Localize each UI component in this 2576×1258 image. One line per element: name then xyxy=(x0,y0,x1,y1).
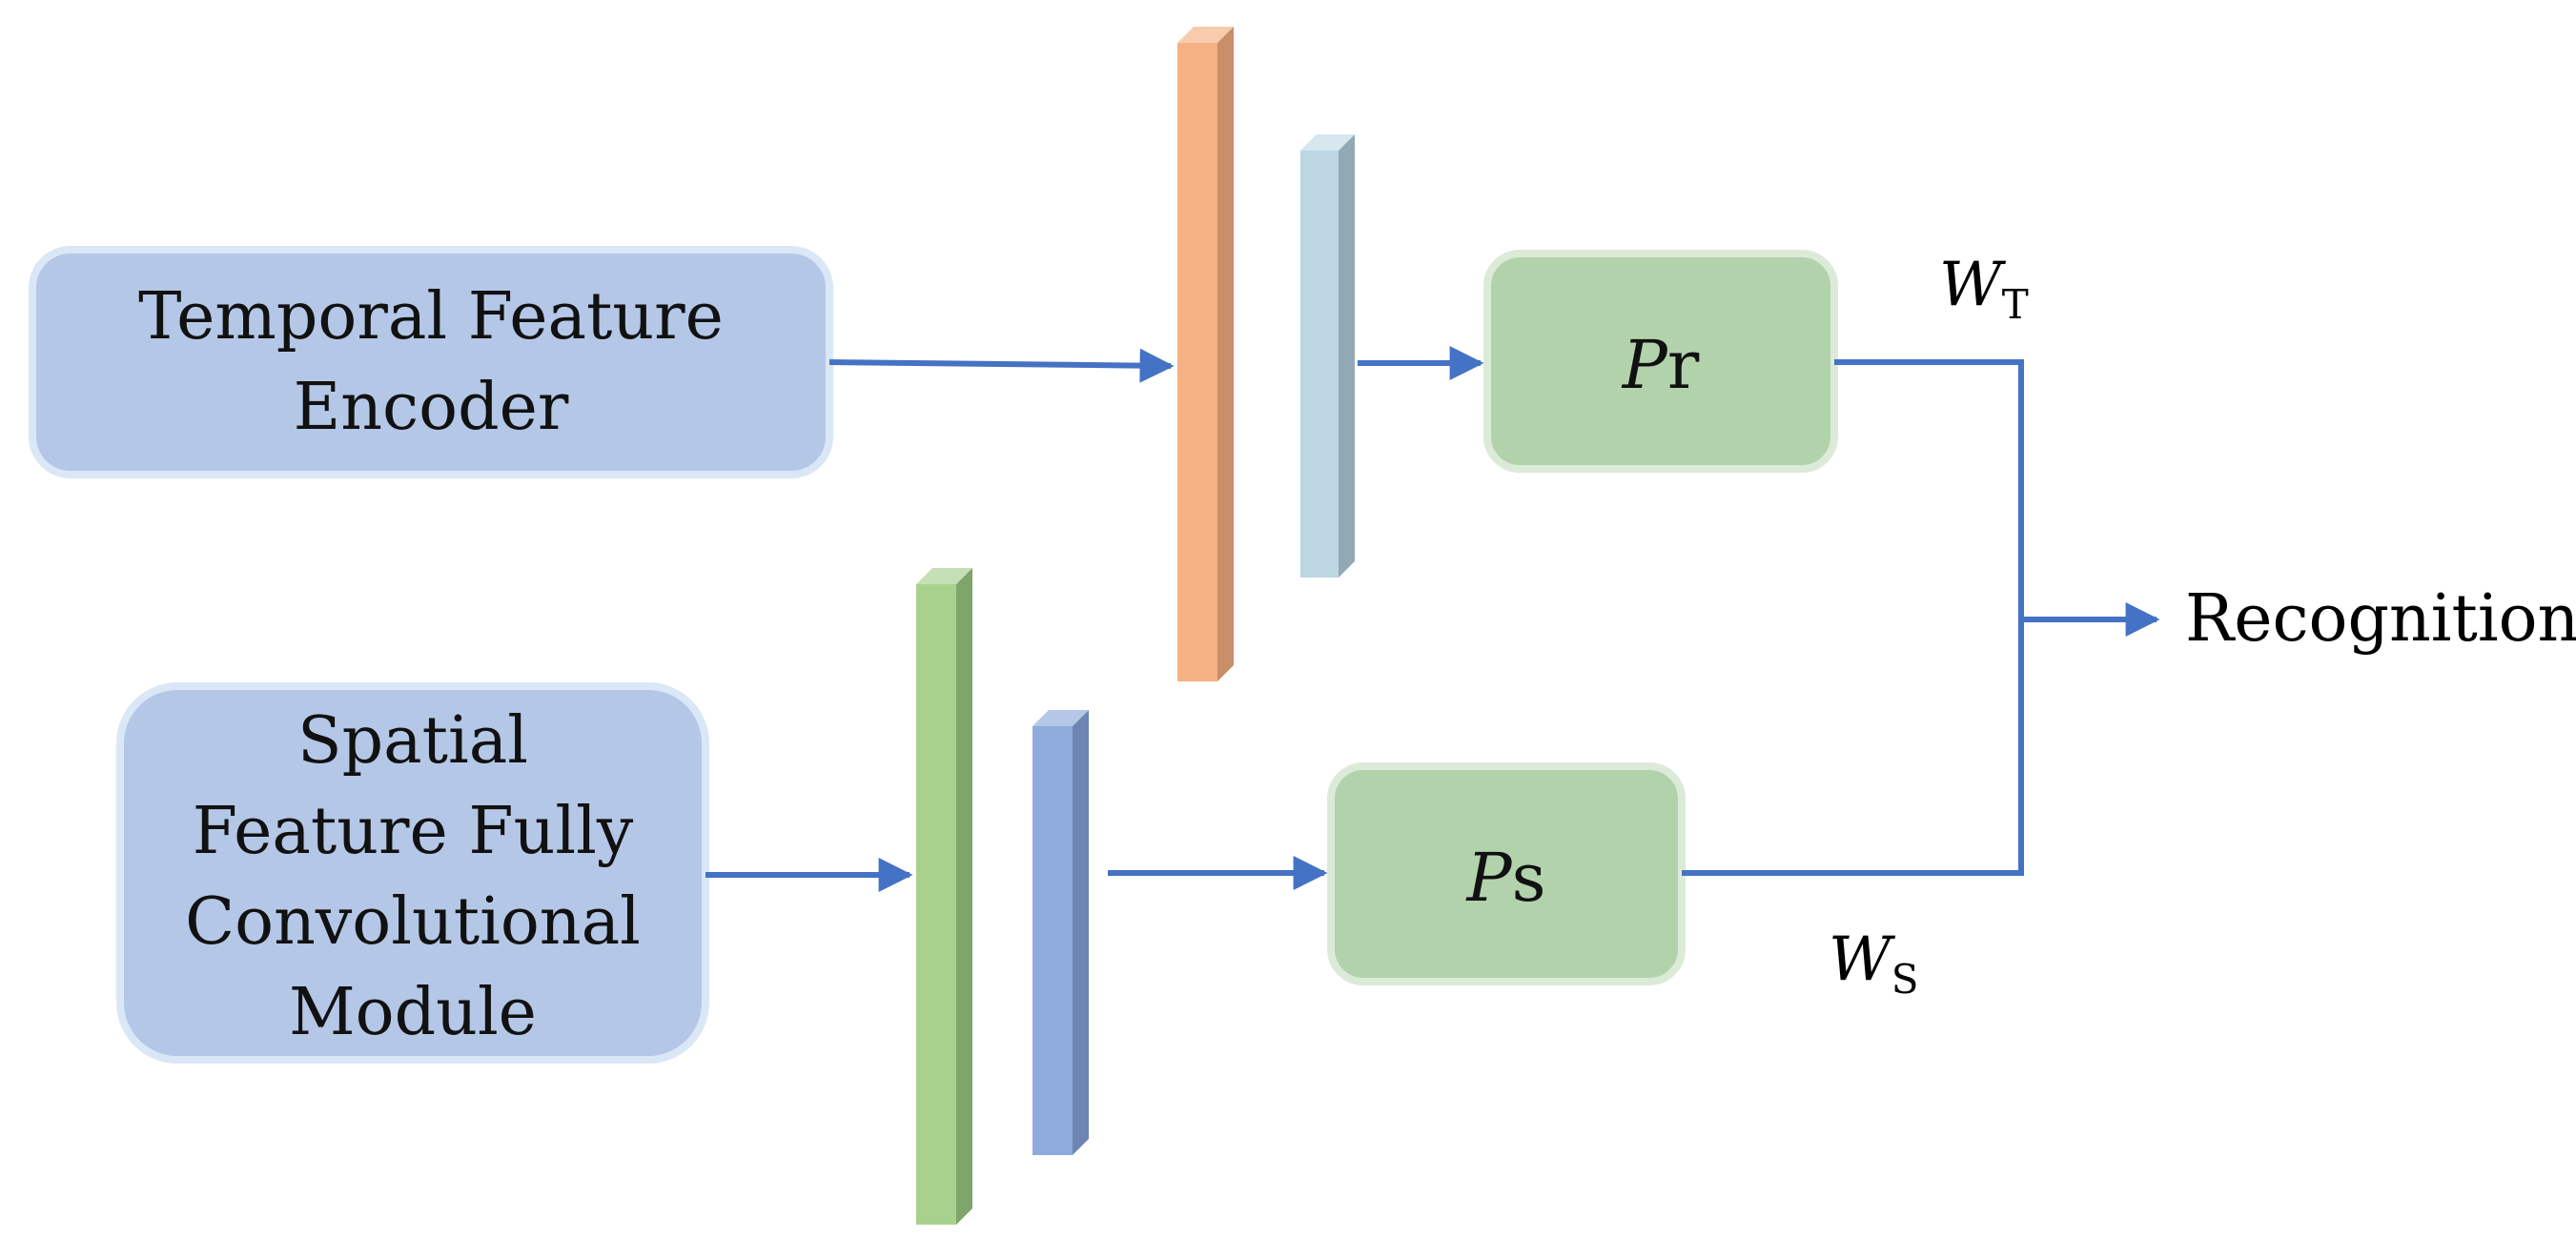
lightblue-bar-side xyxy=(1339,134,1355,578)
temporal-encoder-label-line1: Temporal Feature xyxy=(138,279,724,355)
spatial-module-label-line3: Convolutional xyxy=(185,884,641,960)
ps-label-italic: P xyxy=(1464,839,1513,917)
temporal-feature-encoder-box: Temporal Feature Encoder xyxy=(29,246,833,478)
weight-temporal-label: WT xyxy=(1939,250,2029,328)
pr-label: Pr xyxy=(1621,326,1700,404)
spatial-module-label-line4: Module xyxy=(289,975,537,1050)
spatial-module-label-line2: Feature Fully xyxy=(193,794,634,869)
green-bar-top xyxy=(916,568,972,584)
wt-subscript: T xyxy=(2002,281,2029,328)
orange-bar-side xyxy=(1217,27,1234,681)
green-bar-front xyxy=(916,584,956,1225)
green-bar-side xyxy=(956,568,972,1225)
spatial-module-label-line1: Spatial xyxy=(297,703,528,779)
spatial-feature-bar-blue xyxy=(1032,710,1089,1155)
blue-bar-top xyxy=(1032,710,1089,726)
ws-italic: W xyxy=(1829,924,1896,995)
lightblue-bar-top xyxy=(1300,134,1355,151)
pr-label-italic: P xyxy=(1621,326,1669,404)
spatial-feature-bar-green xyxy=(916,568,972,1225)
recognition-label: Recognition xyxy=(2185,581,2576,657)
ps-label-suffix: s xyxy=(1512,839,1546,917)
temporal-encoder-label-line2: Encoder xyxy=(294,370,569,445)
lightblue-bar-front xyxy=(1300,151,1339,578)
orange-bar-front xyxy=(1177,43,1217,681)
ws-subscript: S xyxy=(1891,956,1919,1003)
arrow-temporal-encoder-to-bar xyxy=(828,348,1175,383)
wt-italic: W xyxy=(1939,250,2007,320)
blue-bar-front xyxy=(1032,726,1073,1155)
blue-bar-side xyxy=(1073,710,1089,1155)
ps-label: Ps xyxy=(1464,839,1545,917)
connectors xyxy=(705,346,2160,892)
spatial-probability-box: Ps xyxy=(1327,762,1686,985)
weight-spatial-label: WS xyxy=(1829,924,1919,1003)
temporal-feature-bar-lightblue xyxy=(1300,134,1355,578)
temporal-feature-bar-orange xyxy=(1177,27,1234,681)
spatial-feature-module-box: Spatial Feature Fully Convolutional Modu… xyxy=(116,682,709,1064)
orange-bar-top xyxy=(1177,27,1234,43)
pr-label-suffix: r xyxy=(1667,326,1700,404)
temporal-probability-box: Pr xyxy=(1483,250,1838,473)
